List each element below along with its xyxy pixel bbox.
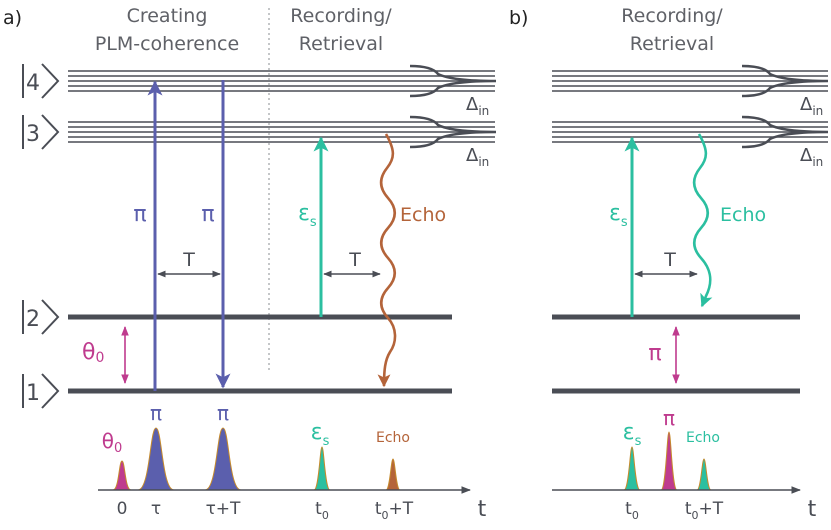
pulse-pi-b (660, 431, 678, 491)
section-title-creating-line1: Creating (127, 5, 208, 27)
pulse-signal (313, 446, 331, 491)
pi-down-label: π (201, 202, 214, 227)
level-4-bundle-b (552, 70, 828, 92)
section-title-b-line1: Recording/ (621, 5, 723, 27)
pulse-signal-label-b: εs (623, 420, 642, 449)
echo-label-b: Echo (720, 204, 766, 226)
delta-in-label-4-b: Δin (800, 94, 823, 118)
tick-label-tau: τ (151, 499, 161, 519)
pulse-sequence-a: θ0 π π εs Echo 0 τ τ+T t0 t0+T t (98, 401, 487, 522)
ket-1: 1 (22, 373, 60, 409)
pulse-pi-1 (137, 427, 175, 491)
echo-wavy-arrow-b (692, 133, 713, 308)
delta-in-label-3-b: Δin (800, 145, 823, 169)
interval-t-label-2: T (348, 249, 361, 271)
interval-t-label-b: T (663, 249, 676, 271)
inhomogeneous-profile-3 (409, 115, 497, 149)
tick-label-t0-plus-t-b: t0+T (685, 499, 724, 522)
pulse-echo-b (696, 458, 712, 491)
inhomogeneous-profile-4 (409, 64, 497, 98)
signal-label: εs (298, 201, 317, 230)
panel-a: a) Creating PLM-coherence Recording/ Ret… (3, 5, 497, 522)
pi-up-label: π (133, 202, 146, 227)
pulse-theta-label: θ0 (102, 429, 123, 456)
level-4-bundle (68, 70, 495, 92)
tick-label-t0-plus-t: t0+T (375, 499, 414, 522)
ket-3: 3 (22, 114, 60, 150)
axis-label-t-a: t (478, 497, 487, 522)
echo-label: Echo (400, 204, 446, 226)
pulse-pi-label-1: π (150, 401, 162, 425)
ket-4-number: 4 (26, 71, 40, 96)
section-title-recording-line1: Recording/ (290, 5, 392, 27)
level-3-bundle-b (552, 121, 828, 143)
panel-b: b) Recording/ Retrieval Δin Δin εs Echo … (509, 5, 829, 522)
panel-a-label: a) (3, 7, 22, 29)
echo-wavy-arrow (377, 133, 397, 388)
tick-label-t0: t0 (315, 499, 329, 522)
pulse-signal-label: εs (311, 420, 330, 449)
inhomogeneous-profile-3-b (741, 115, 829, 149)
pulse-pi-2 (204, 427, 242, 491)
pi-transfer-label-b: π (648, 341, 661, 366)
tick-label-tau-plus-t: τ+T (206, 499, 241, 519)
tick-label-0: 0 (117, 499, 128, 519)
section-title-creating-line2: PLM-coherence (95, 33, 239, 55)
panel-b-label: b) (509, 7, 528, 29)
ket-4: 4 (22, 63, 60, 99)
pulse-pi-label-2: π (217, 401, 229, 425)
ket-3-number: 3 (26, 122, 40, 147)
interval-t-label-1: T (182, 249, 195, 271)
ket-2: 2 (22, 299, 60, 335)
axis-label-t-b: t (808, 497, 817, 522)
section-title-recording-line2: Retrieval (299, 33, 383, 55)
pulse-pi-label-b: π (663, 406, 675, 430)
theta-label: θ0 (82, 340, 104, 366)
section-title-b-line2: Retrieval (630, 33, 714, 55)
pulse-theta0 (112, 460, 132, 491)
delta-in-label-4: Δin (466, 94, 489, 118)
ket-2-number: 2 (26, 307, 40, 332)
pulse-echo-label-b: Echo (686, 430, 720, 446)
inhomogeneous-profile-4-b (741, 64, 829, 98)
level-3-bundle (68, 121, 495, 143)
pulse-echo (385, 458, 401, 491)
delta-in-label-3: Δin (466, 145, 489, 169)
pulse-sequence-b: εs π Echo t0 t0+T t (552, 406, 817, 522)
pulse-signal-b (623, 446, 641, 491)
ket-1-number: 1 (26, 381, 40, 406)
tick-label-t0-b: t0 (625, 499, 639, 522)
signal-label-b: εs (609, 201, 628, 230)
pulse-echo-label: Echo (376, 430, 410, 446)
